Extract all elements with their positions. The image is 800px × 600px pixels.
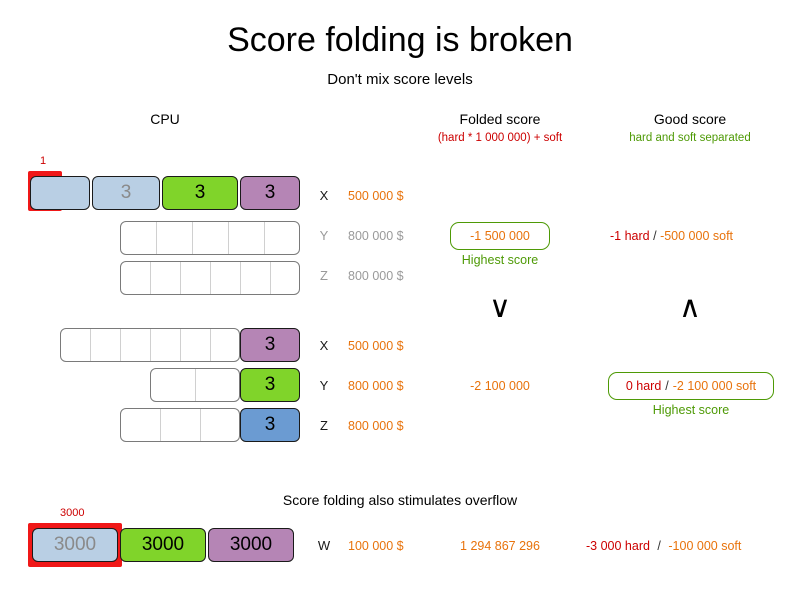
- overflow-label-1: 1: [40, 155, 47, 167]
- bar-segment-green: 3000: [120, 528, 206, 562]
- cpu-bar-overflow-w: 3000 3000 3000: [32, 528, 302, 562]
- page-subtitle: Don't mix score levels: [327, 71, 473, 88]
- chevron-down-icon: ∨: [489, 290, 511, 325]
- good-score-soft-w: -100 000 soft: [668, 539, 742, 553]
- cpu-row-cost-g2-x: 500 000 $: [348, 339, 404, 353]
- cpu-bar-g2-z: 3: [120, 408, 300, 442]
- cpu-row-letter-w: W: [317, 538, 331, 553]
- column-subheader-folded: (hard * 1 000 000) + soft: [437, 132, 563, 144]
- cpu-row-letter-g1-z: Z: [320, 268, 328, 283]
- bar-segment-blue: 3: [240, 408, 300, 442]
- cpu-row-cost-w: 100 000 $: [348, 539, 404, 553]
- good-score-slash-w: /: [657, 539, 661, 553]
- chevron-up-icon: ∧: [679, 290, 701, 325]
- cpu-bar-g1-x: 3 3 3: [30, 176, 300, 210]
- good-score-hard-g1: -1 hard: [610, 229, 650, 243]
- good-score-soft-g1: -500 000 soft: [660, 229, 734, 243]
- bar-segment-empty: [120, 408, 240, 442]
- bar-segment-purple: 3: [240, 328, 300, 362]
- good-score-caption-g2: Highest score: [652, 403, 730, 417]
- cpu-row-cost-g2-y: 800 000 $: [348, 379, 404, 393]
- column-subheader-good: hard and soft separated: [629, 132, 751, 144]
- cpu-row-cost-g2-z: 800 000 $: [348, 419, 404, 433]
- folded-score-highlight-g1: -1 500 000: [450, 222, 550, 250]
- good-score-soft-g2: -2 100 000 soft: [672, 379, 757, 393]
- cpu-bar-g2-y: 3: [150, 368, 300, 402]
- cpu-row-cost-g1-y: 800 000 $: [348, 229, 404, 243]
- good-score-slash-g2: /: [665, 379, 669, 393]
- good-score-g1: -1 hard / -500 000 soft: [610, 228, 733, 244]
- bar-segment-empty: [120, 221, 300, 255]
- cpu-row-letter-g2-x: X: [319, 338, 329, 353]
- column-header-folded-score: Folded score: [459, 111, 541, 127]
- cpu-bar-g1-z: [120, 261, 300, 295]
- bar-segment-lightblue-blank: [30, 176, 90, 210]
- bar-segment-purple: 3000: [208, 528, 294, 562]
- bar-segment-lightblue: 3: [92, 176, 160, 210]
- good-score-highlight-g2: 0 hard / -2 100 000 soft: [608, 372, 774, 400]
- bar-segment-green: 3: [240, 368, 300, 402]
- folded-score-caption-g1: Highest score: [461, 253, 539, 267]
- cpu-row-letter-g1-x: X: [319, 188, 329, 203]
- bar-segment-purple: 3: [240, 176, 300, 210]
- bar-segment-green: 3: [162, 176, 238, 210]
- column-header-cpu: CPU: [150, 111, 180, 127]
- column-header-good-score: Good score: [653, 111, 727, 127]
- folded-score-value-w: 1 294 867 296: [460, 539, 540, 553]
- overflow-label-2: 3000: [60, 507, 85, 519]
- bar-segment-lightblue: 3000: [32, 528, 118, 562]
- good-score-hard-w: -3 000 hard: [586, 539, 650, 553]
- cpu-row-cost-g1-z: 800 000 $: [348, 269, 404, 283]
- page-title: Score folding is broken: [227, 21, 573, 59]
- folded-score-value-g2: -2 100 000: [470, 379, 530, 393]
- cpu-bar-g2-x: 3: [60, 328, 300, 362]
- good-score-hard-g2: 0 hard: [625, 379, 662, 393]
- cpu-row-letter-g2-z: Z: [320, 418, 328, 433]
- cpu-bar-g1-y: [120, 221, 300, 255]
- folded-score-value-g1: -1 500 000: [470, 229, 530, 243]
- good-score-slash-g1: /: [653, 229, 657, 243]
- overflow-section-title: Score folding also stimulates overflow: [282, 492, 518, 508]
- good-score-w: -3 000 hard / -100 000 soft: [586, 538, 741, 554]
- cpu-row-cost-g1-x: 500 000 $: [348, 189, 404, 203]
- cpu-row-letter-g2-y: Y: [319, 378, 329, 393]
- cpu-row-letter-g1-y: Y: [319, 228, 329, 243]
